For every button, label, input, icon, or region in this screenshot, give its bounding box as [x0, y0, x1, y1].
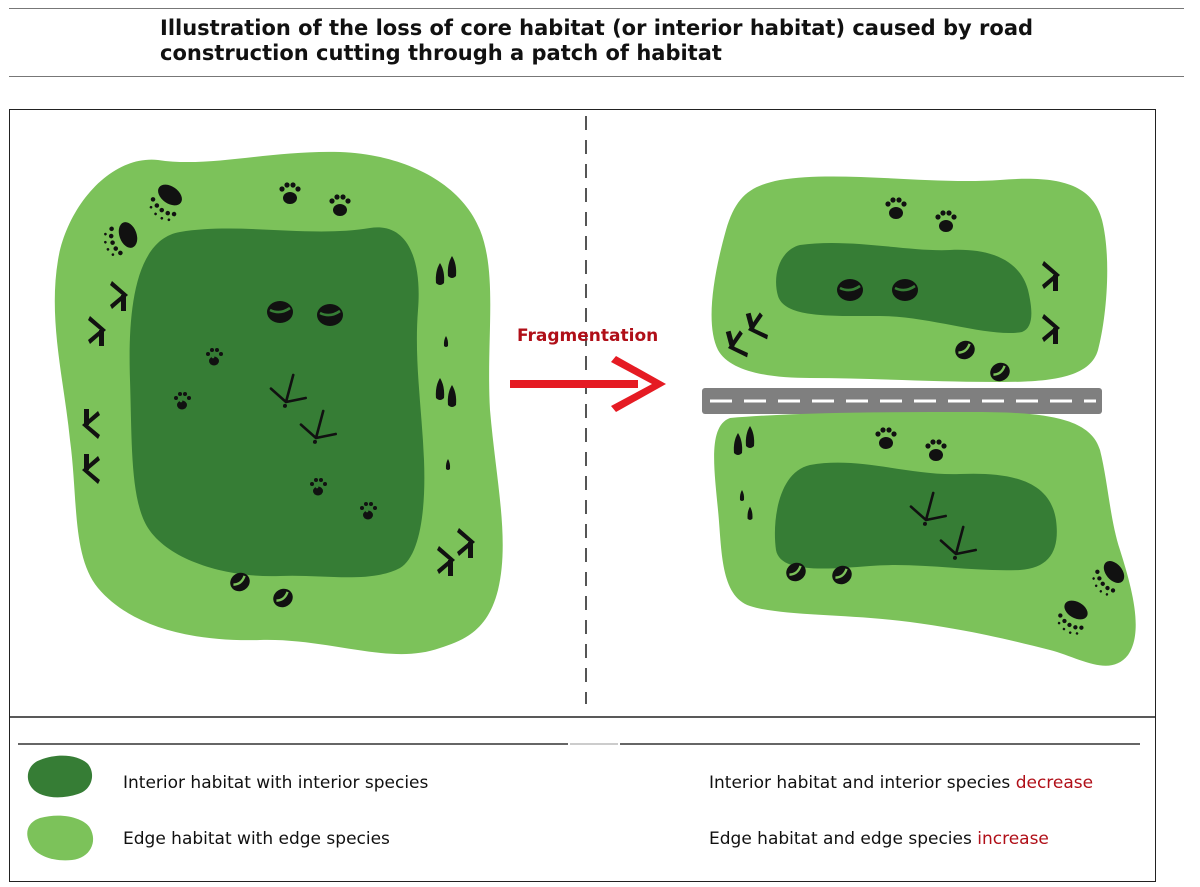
edge-habitat-swatch [27, 815, 94, 861]
legend-interior-change-text: Interior habitat and interior species [709, 773, 1016, 793]
fragmentation-label: Fragmentation [517, 326, 658, 346]
legend-interior-label: Interior habitat with interior species [123, 773, 429, 793]
legend-increase-keyword: increase [977, 829, 1049, 849]
interior-habitat-swatch [27, 755, 93, 798]
title-bottom-rule [9, 76, 1184, 77]
legend-edge-label: Edge habitat with edge species [123, 829, 390, 849]
interior-habitat-left [129, 227, 425, 578]
road-icon [702, 388, 1102, 414]
figure-frame [9, 109, 1156, 882]
arrow-right-icon [510, 356, 666, 412]
fragmentation-diagram: Fragmentation [10, 116, 1156, 861]
legend-decrease-keyword: decrease [1015, 773, 1094, 793]
legend-edge-change-text: Edge habitat and edge species [709, 829, 978, 849]
page-title: Illustration of the loss of core habitat… [160, 16, 1034, 65]
interior-habitat-right-bottom [774, 462, 1057, 571]
legend-edge-change: Edge habitat and edge species increase [709, 829, 1049, 849]
legend-interior-change: Interior habitat and interior species de… [709, 773, 1093, 793]
title-top-rule [9, 8, 1184, 9]
